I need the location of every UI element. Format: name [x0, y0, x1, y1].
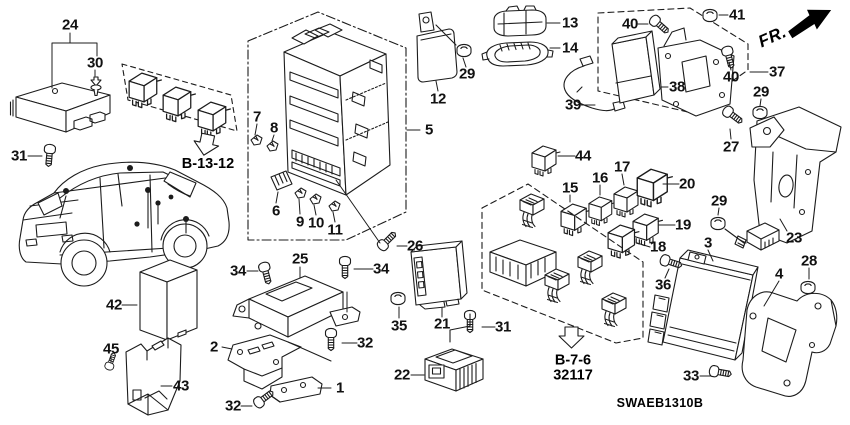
part-2-bracket: [227, 334, 302, 390]
ref-b-13-12: B-13-12: [181, 156, 235, 172]
part-29-nut-c: [710, 216, 726, 231]
vehicle-illustration: [18, 161, 230, 287]
part-26-bolt: [375, 228, 400, 253]
part-27-bolt: [720, 103, 746, 128]
fr-direction-indicator: FR.: [754, 0, 837, 55]
part-22-unit: [424, 313, 484, 392]
part-16-relay: [588, 196, 617, 226]
part-8-clip: [266, 140, 279, 152]
ref-b-7-6-line2: 32117: [553, 367, 593, 383]
part-20-relay: [636, 168, 673, 208]
part-23-bracket: [734, 106, 842, 251]
fr-arrow-icon: [788, 9, 832, 39]
diagram-code: SWAEB1310B: [616, 396, 704, 410]
part-14-bracket-ring: [481, 41, 554, 67]
part-34-bolt-b: [338, 255, 352, 280]
part-25-module: [232, 275, 361, 338]
part-33-bolt: [707, 364, 733, 381]
component-location-dots: [63, 165, 189, 227]
part-35-nut: [390, 291, 406, 306]
part-15-relay: [560, 203, 592, 237]
b-13-12-relay-kit: [121, 63, 238, 159]
leader-lines: [27, 14, 810, 407]
part-10-clip: [309, 193, 322, 205]
part-6-connector: [270, 170, 293, 191]
part-42-cover: [139, 259, 198, 341]
part-19-relay: [632, 213, 664, 247]
part-41-nut: [702, 8, 718, 23]
part-29-nut-a: [456, 43, 472, 58]
part-12-unit: [416, 11, 458, 83]
part-28-nut: [800, 280, 816, 295]
ref-b-7-6: B-7-6 32117: [553, 352, 593, 383]
part-21-unit: [410, 240, 468, 310]
part-7-clip: [250, 134, 263, 146]
part-31-bolt-a: [42, 143, 57, 168]
part-9-clip: [294, 187, 307, 199]
part-5-fuse-box: [247, 11, 407, 241]
part-4-cover: [741, 291, 838, 397]
part-3-ecu: [647, 249, 759, 361]
part-44-relay: [531, 145, 561, 177]
ref-b-7-6-line1: B-7-6: [554, 352, 592, 369]
part-32-bolt-a: [324, 327, 338, 352]
part-29-nut-b: [752, 105, 768, 120]
b-7-6-connector-kit: [481, 183, 644, 349]
part-11-clip: [328, 200, 341, 212]
part-1-plate: [269, 376, 323, 403]
part-24-control-module: [9, 82, 111, 133]
part-34-bolt-a: [257, 260, 275, 286]
part-43-bracket: [125, 337, 182, 416]
part-37-38-assembly: [597, 7, 749, 117]
part-13-receiver-unit: [493, 5, 547, 37]
